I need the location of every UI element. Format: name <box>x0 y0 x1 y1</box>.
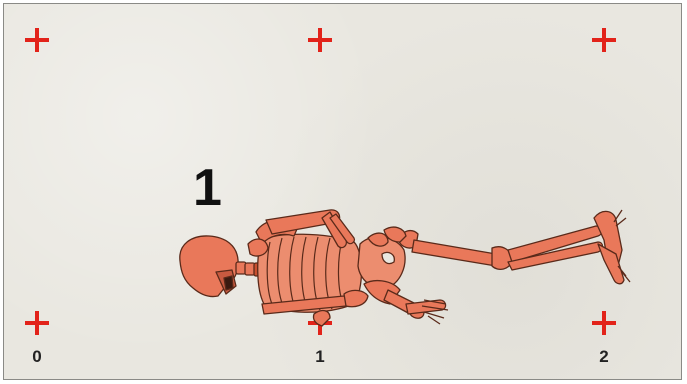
skull <box>180 236 238 297</box>
burial-plan-frame: 0 1 2 1 <box>3 3 682 380</box>
skeleton-drawing <box>4 4 682 380</box>
